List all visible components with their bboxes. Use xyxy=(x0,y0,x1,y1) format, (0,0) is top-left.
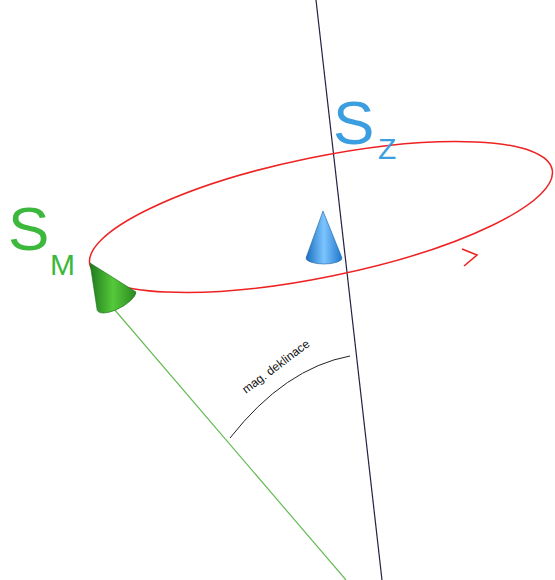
magnetic-pole-cone xyxy=(90,263,136,313)
angle-label: mag. deklinace xyxy=(240,337,312,395)
pole-subscript: M xyxy=(50,250,75,280)
precession-ellipse xyxy=(78,111,555,323)
pole-subscript: Z xyxy=(378,134,396,164)
pole-letter: S xyxy=(8,198,49,260)
geographic-axis xyxy=(316,0,382,580)
declination-arc xyxy=(230,356,350,438)
pole-letter: S xyxy=(333,92,374,154)
geographic-pole-cone xyxy=(306,211,342,264)
direction-arrow xyxy=(462,249,477,266)
magnetic-axis xyxy=(108,302,346,580)
